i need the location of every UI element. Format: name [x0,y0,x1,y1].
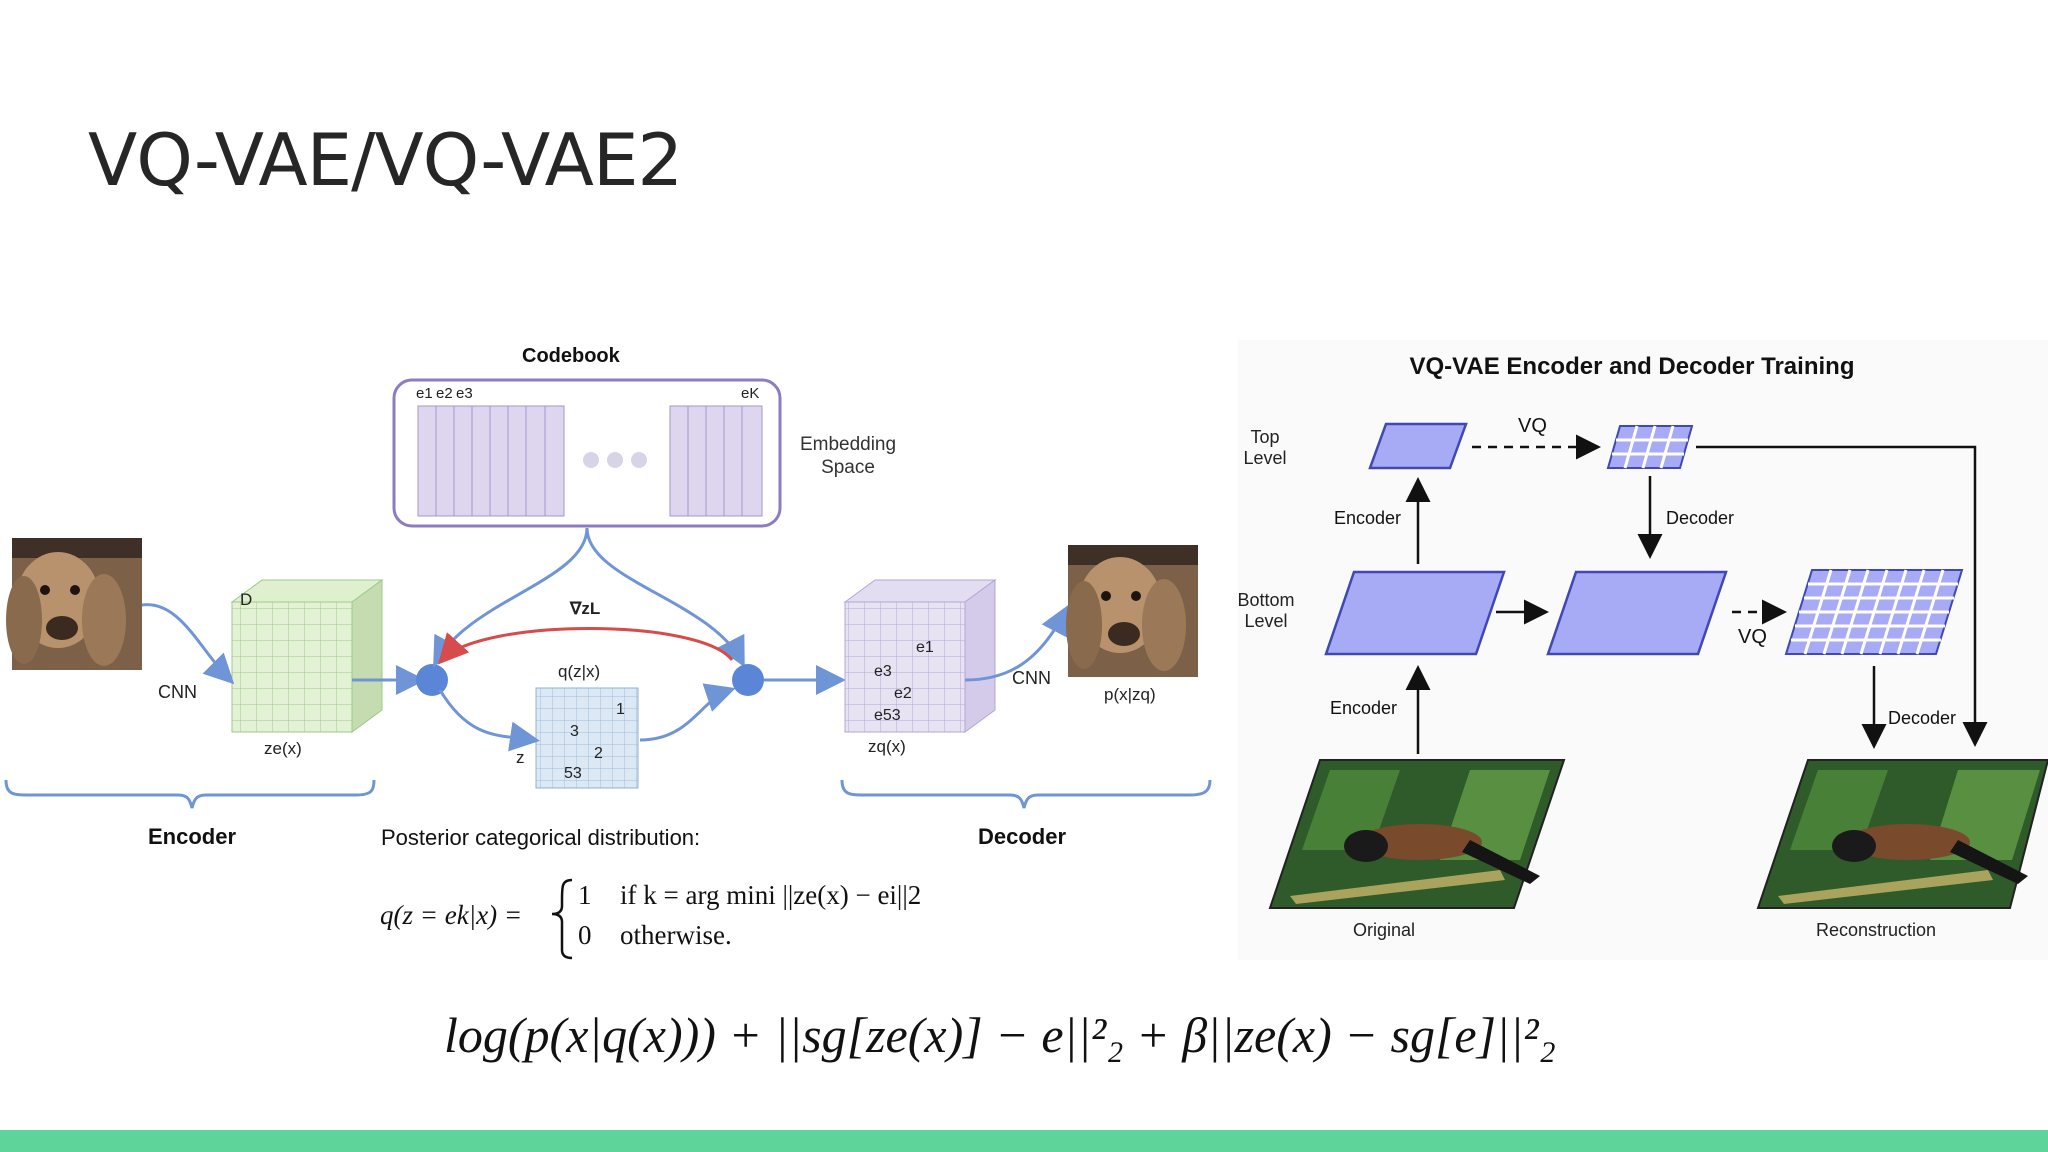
bottom-combined-latent [1546,570,1728,656]
cnn-right-label: CNN [1012,668,1051,688]
top-level-label-1: Top [1250,427,1279,447]
codebook-ek-label: eK [741,385,759,402]
decoder-label: Decoder [978,824,1066,849]
codebook-title: Codebook [522,345,621,367]
decoder-bottom-label: Decoder [1888,708,1956,728]
grid-to-node-arrow [639,683,736,742]
cnn-left-label: CNN [158,682,197,702]
embedding-space-label-1: Embedding [800,434,896,455]
right-diagram-title: VQ-VAE Encoder and Decoder Training [1410,353,1855,380]
equation-brace [551,878,573,960]
grid-value: 1 [616,701,625,718]
codebook-vectors-right [669,405,763,517]
decoder-top-label: Decoder [1666,508,1734,528]
decoder-cube-value: e1 [916,639,934,656]
gradient-arrow [437,627,734,665]
top-level-label-2: Level [1243,448,1286,468]
top-to-reconstruction-arrow [1696,445,1988,747]
codebook-e2-label: e2 [436,385,453,402]
encoder-label: Encoder [148,824,236,849]
posterior-grid-label: q(z|x) [558,662,600,681]
loss-formula: log(p(x|q(x))) + ||sg[ze(x)] − e||²₂ + β… [444,1007,1556,1063]
codebook-to-left-node [433,527,589,668]
ellipsis-dot [583,452,599,468]
encoder-cube [230,579,384,733]
reconstruction-bird-image [1756,759,2048,909]
input-dog-image [6,538,142,670]
right-node [732,664,764,696]
grid-value: 53 [564,765,582,782]
posterior-caption: Posterior categorical distribution: [381,825,700,850]
encoder-top-label: Encoder [1334,508,1401,528]
codebook-vectors-left [417,405,565,517]
zq-label: zq(x) [868,737,906,756]
bottom-level-label-1: Bottom [1237,590,1294,610]
z-label: z [516,748,525,767]
encoder-cube-d-label: D [240,590,252,609]
decoder-cube-value: e2 [894,685,912,702]
vq-top-label: VQ [1518,415,1547,437]
ze-label: ze(x) [264,739,302,758]
decoder-cube-value: e3 [874,663,892,680]
grid-value: 3 [570,723,579,740]
output-dog-image [1066,545,1198,677]
node-to-grid-arrow [438,689,540,752]
arrow-decoder-to-output [964,604,1069,682]
top-latent [1368,422,1468,470]
slide-title: VQ-VAE/VQ-VAE2 [88,118,683,202]
equation-case1-value: 1 [578,880,592,910]
codebook-to-right-node [585,527,745,668]
bottom-latent [1324,570,1506,656]
posterior-grid [535,687,639,789]
decoder-cube-value: e53 [874,707,901,724]
top-quantized-grid [1606,425,1694,469]
equation-case2-value: 0 [578,920,592,950]
encoder-brace [4,779,376,809]
equation-lhs: q(z = ek|x) = [380,900,522,930]
ellipsis-dot [607,452,623,468]
left-node [416,664,448,696]
encoder-bottom-label: Encoder [1330,698,1397,718]
footer-accent-bar [0,1130,2048,1152]
equation-case2-cond: otherwise. [620,920,732,950]
arrow-dog-to-encoder [141,603,235,685]
decoder-brace [840,779,1212,809]
codebook-e1-label: e1 [416,385,433,402]
vq-bottom-label: VQ [1738,626,1767,648]
output-label: p(x|zq) [1104,685,1156,704]
equation-case1-cond: if k = arg mini ||ze(x) − ei||2 [620,880,921,910]
grid-value: 2 [594,745,603,762]
bottom-level-label-2: Level [1244,611,1287,631]
decoder-cube [843,579,997,733]
original-caption: Original [1353,920,1415,940]
reconstruction-caption: Reconstruction [1816,920,1936,940]
ellipsis-dot [631,452,647,468]
codebook-e3-label: e3 [456,385,473,402]
embedding-space-label-2: Space [821,457,875,478]
bottom-quantized-grid [1784,569,1964,655]
gradient-label: ∇zL [569,599,600,618]
original-bird-image [1268,759,1566,909]
